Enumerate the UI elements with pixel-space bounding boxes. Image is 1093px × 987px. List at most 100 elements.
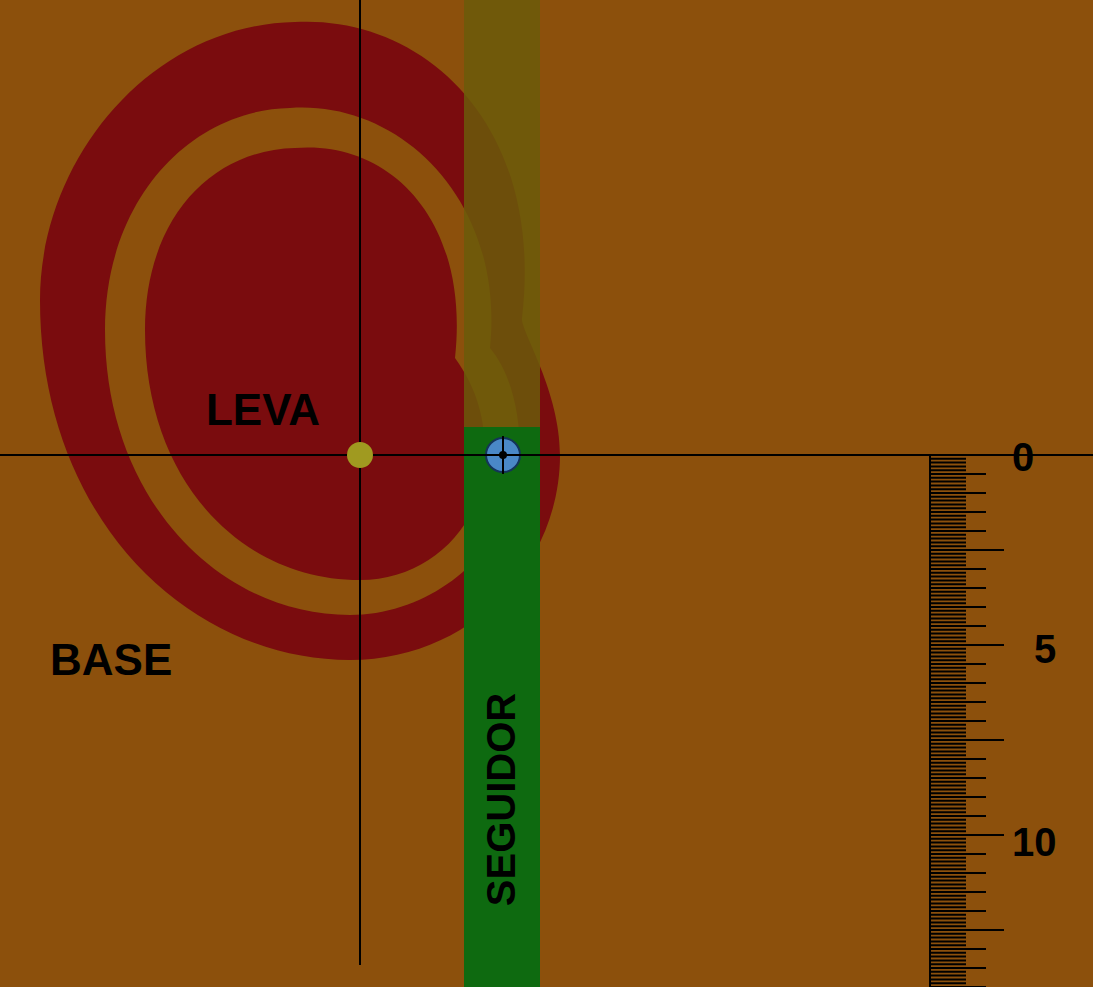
scale-tick — [930, 644, 1004, 646]
scale-tick — [930, 663, 986, 665]
scale-tick — [930, 777, 986, 779]
scale-tick — [930, 750, 966, 752]
scale-tick — [930, 587, 986, 589]
scale-tick — [930, 747, 966, 749]
scale-tick — [930, 899, 966, 901]
scale-tick — [930, 667, 966, 669]
scale-tick — [930, 697, 966, 699]
scale-tick — [930, 621, 966, 623]
scale-tick — [930, 758, 986, 760]
scale-tick — [930, 891, 986, 893]
scale-tick — [930, 967, 986, 969]
roller-center — [499, 451, 507, 459]
scale-tick — [930, 876, 966, 878]
scale-tick — [930, 842, 966, 844]
scale-number: 0 — [1012, 435, 1034, 480]
scale-tick — [930, 636, 966, 638]
scale-tick — [930, 633, 966, 635]
scale-tick — [930, 519, 966, 521]
scale-tick — [930, 553, 966, 555]
scale-tick — [930, 781, 966, 783]
scale-tick — [930, 880, 966, 882]
scale-tick — [930, 709, 966, 711]
scale-tick — [930, 682, 986, 684]
scale-tick — [930, 522, 966, 524]
scale-tick — [930, 492, 986, 494]
scale-tick — [930, 545, 966, 547]
scale-tick — [930, 606, 986, 608]
scale-tick — [930, 735, 966, 737]
scale-tick — [930, 902, 966, 904]
scale-tick — [930, 678, 966, 680]
scale-tick — [930, 861, 966, 863]
scale-tick — [930, 849, 966, 851]
scale-tick — [930, 629, 966, 631]
scale-tick — [930, 823, 966, 825]
scale-tick — [930, 655, 966, 657]
scale-tick — [930, 728, 966, 730]
scale-tick — [930, 804, 966, 806]
scale-tick — [930, 484, 966, 486]
cam-pivot — [347, 442, 373, 468]
scale-tick — [930, 591, 966, 593]
scale-tick — [930, 477, 966, 479]
scale-tick — [930, 731, 966, 733]
scale-tick — [930, 944, 966, 946]
scale-tick — [930, 610, 966, 612]
scale-tick — [930, 800, 966, 802]
scale-tick — [930, 872, 986, 874]
scale-tick — [930, 815, 986, 817]
scale-tick — [930, 458, 966, 460]
scale-tick — [930, 788, 966, 790]
scale-tick — [930, 538, 966, 540]
scale-tick — [930, 762, 966, 764]
scale-tick — [930, 705, 966, 707]
scale-tick — [930, 671, 966, 673]
scale-tick — [930, 511, 986, 513]
scale-tick — [930, 602, 966, 604]
scale-tick — [930, 914, 966, 916]
scale-tick — [930, 921, 966, 923]
scale-tick — [930, 819, 966, 821]
scale-tick — [930, 716, 966, 718]
scale-tick — [930, 617, 966, 619]
scale-tick — [930, 640, 966, 642]
follower-body — [464, 427, 540, 987]
scale-tick — [930, 454, 1004, 456]
scale-tick — [930, 952, 966, 954]
scale-tick — [930, 971, 966, 973]
scale-tick — [930, 868, 966, 870]
scale-tick — [930, 769, 966, 771]
scale-tick — [930, 500, 966, 502]
scale-tick — [930, 796, 986, 798]
scale-tick — [930, 583, 966, 585]
scale-tick — [930, 887, 966, 889]
scale-tick — [930, 830, 966, 832]
cam-groove — [105, 108, 520, 615]
scale-tick — [930, 572, 966, 574]
axis-y — [359, 0, 361, 965]
scale-tick — [930, 956, 966, 958]
scale-tick — [930, 792, 966, 794]
scale-tick — [930, 724, 966, 726]
scale-tick — [930, 910, 986, 912]
scale-tick — [930, 693, 966, 695]
scale-tick — [930, 925, 966, 927]
scale-tick — [930, 503, 966, 505]
scale-tick — [930, 496, 966, 498]
scale-tick — [930, 686, 966, 688]
scale-tick — [930, 595, 966, 597]
scale-tick — [930, 488, 966, 490]
scale-tick — [930, 648, 966, 650]
scale-tick — [930, 462, 966, 464]
scale-tick — [930, 895, 966, 897]
scale-number: 10 — [1012, 820, 1057, 865]
scale-tick — [930, 918, 966, 920]
scale-tick — [930, 773, 966, 775]
scale-ticks — [930, 455, 1004, 987]
scale-tick — [930, 541, 966, 543]
scale-tick — [930, 674, 966, 676]
scale-tick — [930, 576, 966, 578]
